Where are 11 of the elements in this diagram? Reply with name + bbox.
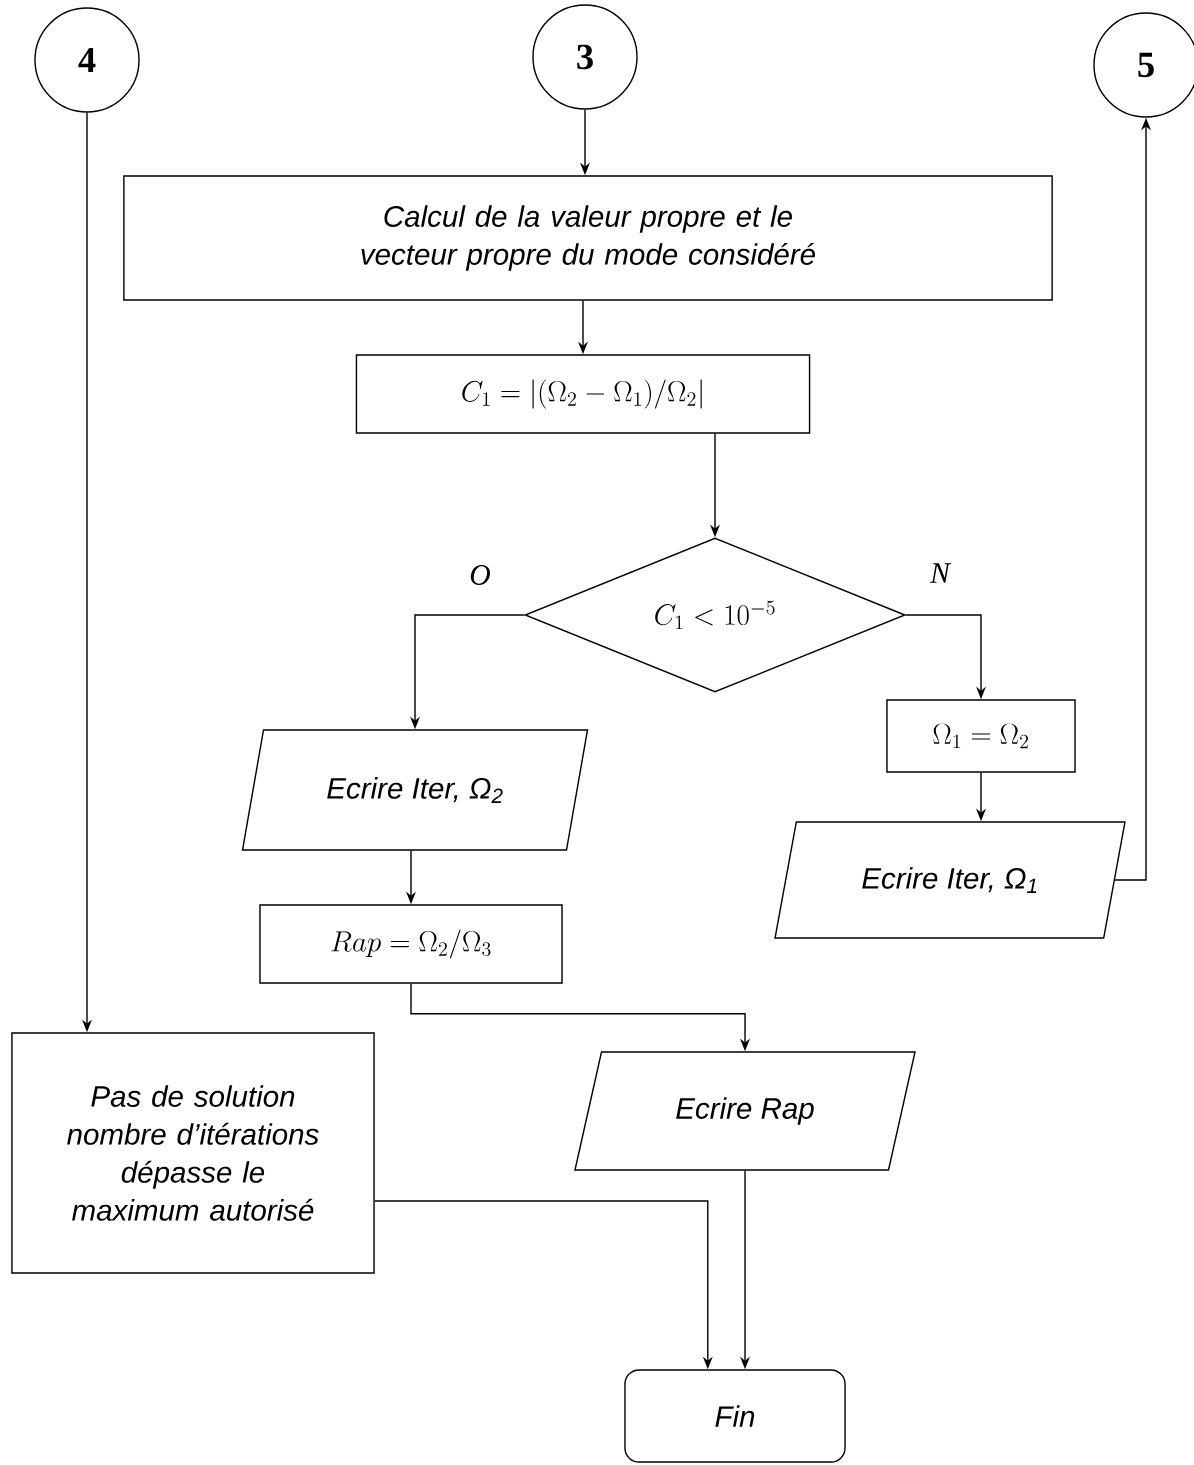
output-parallelogram: Ecrire Rap <box>574 1051 916 1171</box>
edge-label: N <box>928 561 952 585</box>
process-box: $Rap = \Omega_2/\Omega_3$ <box>259 904 563 984</box>
process-box: $\Omega_1 = \Omega_2$ <box>886 699 1076 773</box>
terminal-box: Fin <box>624 1369 846 1463</box>
process-box: Pas de solution nombre d’itérations dépasse le maximum autorisé <box>11 1032 375 1274</box>
process-box: Calcul de la valeur propre et le vecteur propre du mode considéré <box>123 175 1053 301</box>
process-box: $C_1 = |(\Omega_2 - \Omega_1)/\Omega_2|$ <box>355 354 811 434</box>
edge-label: O <box>467 563 493 587</box>
output-parallelogram: Ecrire Iter, Ω$_{1}$ <box>774 821 1126 939</box>
output-parallelogram: Ecrire Iter, Ω$_{2}$ <box>241 729 589 851</box>
